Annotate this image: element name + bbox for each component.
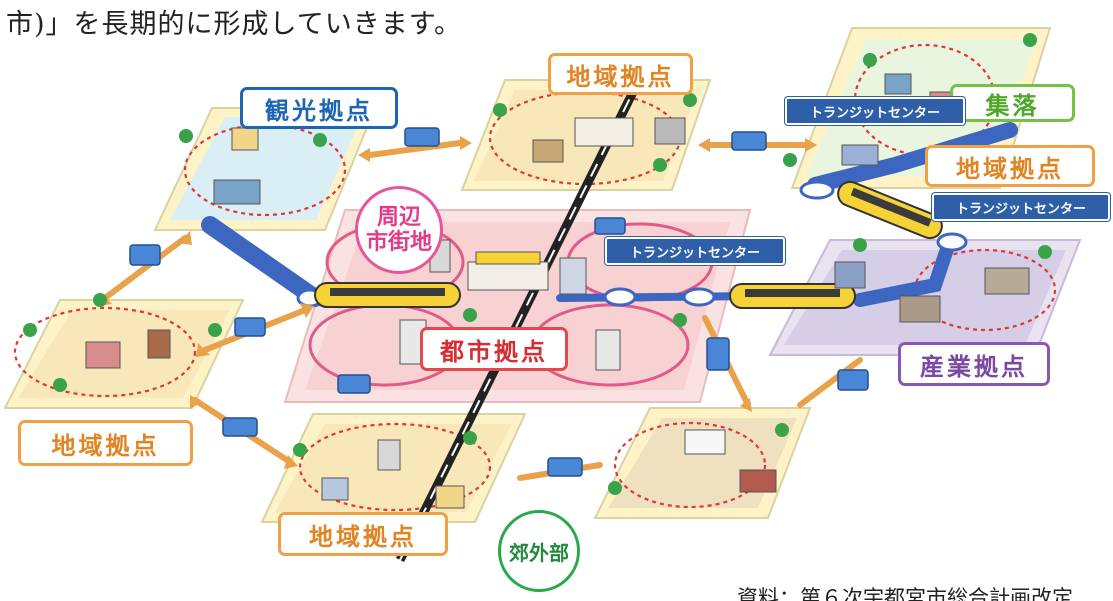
ring-industrial: [913, 248, 1057, 332]
label-regional-hub-left: 地域拠点: [18, 420, 193, 466]
transit-axis-east: [556, 292, 764, 302]
lrt-trams: [314, 180, 943, 309]
label-suburbs: 郊外部: [498, 510, 580, 592]
tram-north: [837, 180, 943, 240]
bus-4: [234, 317, 266, 337]
bus-5: [222, 417, 258, 437]
ring-regional-bottom: [298, 422, 492, 512]
transit-center-label-3: トランジットセンター: [605, 237, 785, 265]
tile-regional-left-inner: [18, 310, 230, 398]
link-suburb-industrial: [797, 357, 863, 408]
label-industrial-hub: 産業拠点: [898, 342, 1050, 386]
transit-axis-industrial: [853, 233, 957, 307]
label-surrounding-area-line1: 周辺: [376, 205, 421, 230]
stop-village: [799, 180, 835, 200]
railway-line: [395, 75, 645, 563]
station-building: [467, 261, 549, 291]
tram-east: [729, 283, 856, 309]
source-caption: 資料：第６次宇都宮市総合計画改定: [737, 586, 1073, 601]
intro-text: 市)」を長期的に形成していきます。: [6, 9, 463, 40]
label-regional-hub-right: 地域拠点: [925, 145, 1095, 187]
bus-3: [129, 244, 161, 266]
transit-axes: [201, 122, 1018, 307]
buses: [129, 127, 869, 477]
label-urban-hub: 都市拠点: [420, 327, 568, 371]
bus-6: [547, 457, 583, 477]
link-tourism-regional-left: [102, 235, 188, 301]
stop-east-1: [603, 287, 637, 307]
bus-9: [337, 374, 371, 394]
ring-suburb: [613, 421, 767, 509]
label-regional-hub-top: 地域拠点: [548, 53, 693, 95]
label-tourism-hub: 観光拠点: [240, 87, 398, 129]
stop-east-2: [682, 287, 716, 307]
bus-2: [731, 131, 767, 151]
tram-central: [314, 282, 461, 308]
label-regional-hub-bottom: 地域拠点: [278, 512, 448, 556]
bus-7: [706, 337, 730, 371]
transit-axis-village: [807, 122, 1018, 193]
bus-1: [404, 127, 440, 147]
transit-center-label-1: トランジットセンター: [785, 97, 965, 125]
stop-industrial: [936, 232, 968, 252]
bus-8: [837, 369, 869, 391]
buildings: [85, 73, 1030, 509]
link-tourism-regional-top: [367, 140, 463, 158]
label-surrounding-area: 周辺 市街地: [355, 186, 443, 274]
transit-axis-tourism: [201, 216, 324, 307]
bus-10: [594, 217, 626, 235]
transit-center-label-2: トランジットセンター: [932, 193, 1110, 221]
label-surrounding-area-line2: 市街地: [365, 230, 432, 255]
label-village: 集落: [950, 84, 1075, 122]
ring-regional-left: [13, 306, 197, 398]
